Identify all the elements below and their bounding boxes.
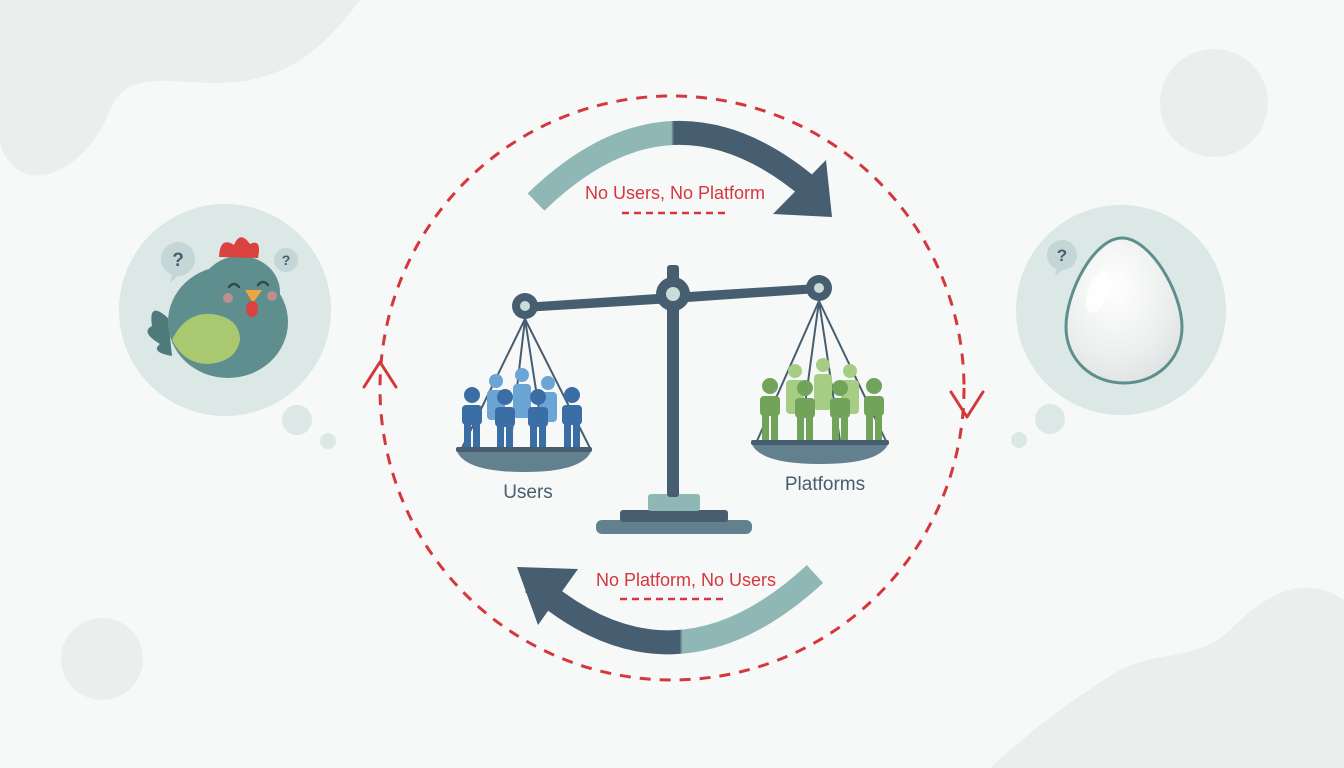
bottom-arrow-label: No Platform, No Users	[596, 570, 776, 590]
down-chevron-icon	[949, 390, 985, 419]
left-pan-label: Users	[503, 482, 553, 503]
question-bubble-icon: ?	[161, 242, 195, 283]
top-cycle-arrow	[527, 120, 832, 217]
up-chevron-icon	[362, 360, 398, 389]
svg-text:?: ?	[172, 250, 184, 271]
svg-text:?: ?	[282, 252, 291, 268]
platforms-group-icon	[760, 358, 884, 442]
right-pan-rim	[751, 440, 889, 445]
question-bubble-icon: ?	[274, 248, 298, 272]
right-pan-label: Platforms	[785, 474, 865, 495]
left-pan-rim	[456, 447, 592, 452]
right-scale-pan	[751, 442, 889, 464]
svg-text:?: ?	[1057, 246, 1067, 265]
balance-scale-icon	[461, 265, 887, 534]
chicken-icon	[147, 237, 288, 378]
question-bubble-icon: ?	[1047, 240, 1077, 276]
bottom-cycle-arrow	[517, 565, 824, 655]
users-group-icon	[462, 368, 582, 451]
egg-highlight	[1085, 271, 1111, 313]
egg-icon	[1064, 236, 1184, 385]
dashed-cycle-icon	[378, 94, 966, 682]
top-arrow-label: No Users, No Platform	[585, 183, 765, 203]
left-scale-pan	[456, 449, 592, 472]
